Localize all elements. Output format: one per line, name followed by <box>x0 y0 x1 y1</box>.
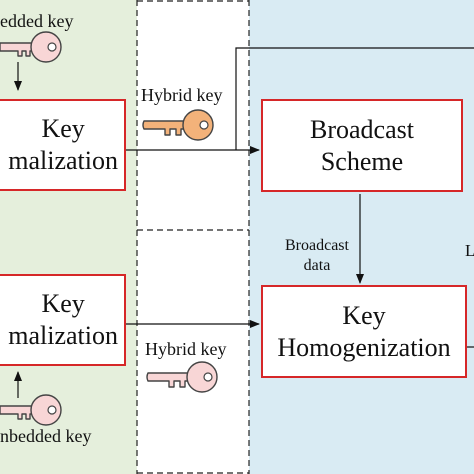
key-icon-hybrid-top <box>142 109 214 141</box>
edge-letter: L <box>465 241 474 260</box>
broadcast-scheme-box: Broadcast Scheme <box>261 99 463 192</box>
normalization-bottom-line2: malization <box>8 321 118 350</box>
embedded-key-label-bottom: nbedded key <box>0 426 92 446</box>
line-broadcast-feedback <box>235 47 474 150</box>
hybrid-key-label-top: Hybrid key <box>141 85 223 105</box>
embedded-key-label-top: edded key <box>0 11 74 31</box>
broadcast-line2: Scheme <box>320 146 404 176</box>
key-icon-hybrid-bottom <box>146 361 218 393</box>
hybrid-key-label-bottom: Hybrid key <box>145 339 227 359</box>
normalization-top-line1: Key <box>41 114 85 143</box>
right-panel <box>249 0 474 474</box>
broadcast-line1: Broadcast <box>310 114 414 144</box>
homogenization-line1: Key <box>342 300 386 330</box>
key-icon-embedded-top <box>0 31 62 63</box>
left-panel <box>0 0 137 474</box>
normalization-bottom-line1: Key <box>41 289 85 318</box>
broadcast-data-label-line2: data <box>303 257 331 274</box>
normalization-top-line2: malization <box>8 146 118 175</box>
key-homogenization-box: Key Homogenization <box>261 285 467 378</box>
homogenization-line2: Homogenization <box>277 332 451 362</box>
key-normalization-box-bottom: Key malization <box>0 274 126 366</box>
key-icon-embedded-bottom <box>0 394 62 426</box>
broadcast-data-label-line1: Broadcast <box>285 237 349 254</box>
key-normalization-box-top: Key malization <box>0 99 126 191</box>
broadcast-data-label: Broadcast data <box>272 236 362 276</box>
